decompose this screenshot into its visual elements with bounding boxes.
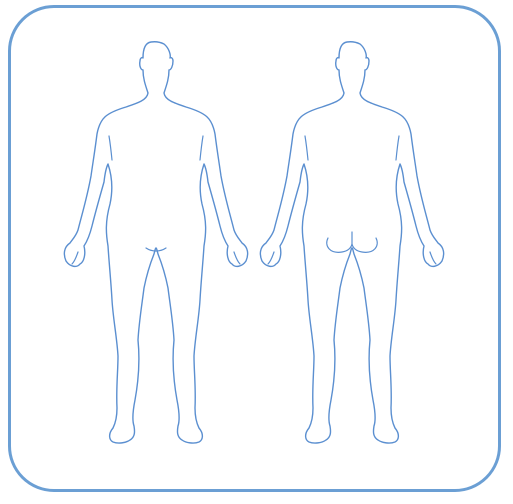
body-front-outline-icon — [64, 42, 247, 443]
front-body-figure — [64, 42, 247, 443]
back-body-figure — [260, 42, 443, 443]
